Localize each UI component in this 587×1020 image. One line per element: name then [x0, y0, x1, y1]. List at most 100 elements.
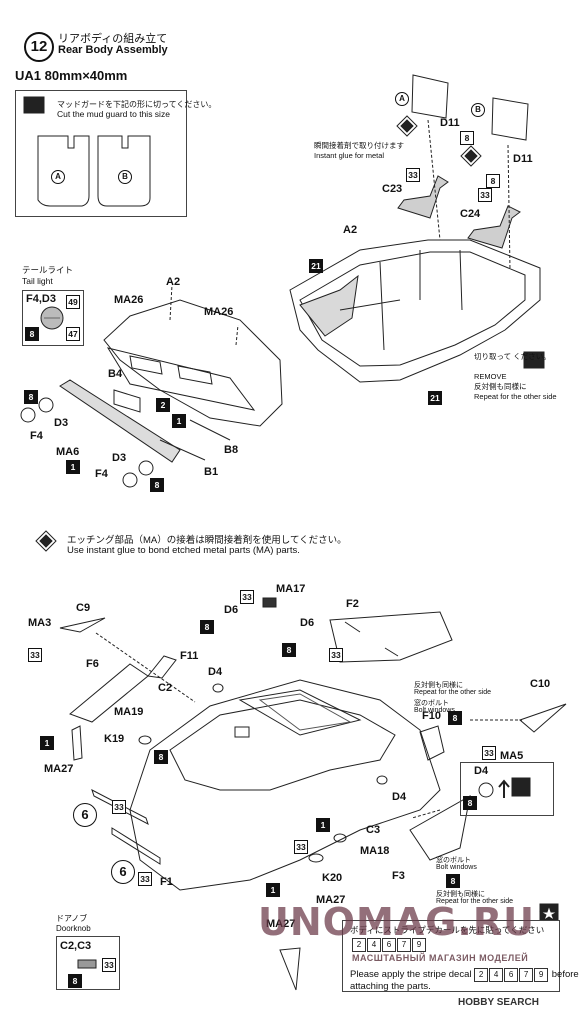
part-33-wiper-b: 33 [138, 872, 152, 886]
label-f4-bottom: F4 [95, 468, 108, 480]
rear-tub-shape [289, 239, 541, 383]
ua1-marker-a: A [51, 170, 65, 184]
f3-repeat-en: Repeat for the other side [436, 898, 514, 905]
c3-shape [333, 833, 347, 843]
doorknob-part-33: 33 [102, 958, 116, 972]
label-a2-tail: A2 [166, 276, 181, 288]
part-21-bottom: 21 [428, 391, 442, 405]
label-ma19: MA19 [114, 706, 144, 718]
tail-box-8: 8 [25, 327, 39, 341]
decal-num: 9 [412, 938, 426, 952]
label-f4-top: F4 [30, 430, 43, 442]
f10-window-shape [419, 725, 445, 761]
part-33-k20: 33 [294, 840, 308, 854]
label-d6-left: D6 [224, 604, 239, 616]
mudguard-left-shape [37, 135, 90, 207]
k20-shape [308, 853, 324, 863]
ua1-box [15, 90, 187, 217]
k19-shape [138, 735, 152, 745]
part-21-top: 21 [309, 259, 323, 273]
part-8-d6-left: 8 [200, 620, 214, 634]
part-33-right: 33 [478, 188, 492, 202]
label-ma18: MA18 [360, 845, 390, 857]
wiper-a-shape [91, 788, 149, 826]
label-f6: F6 [86, 658, 99, 670]
decal-num-inline: 6 [504, 968, 519, 982]
car-body-shape [129, 679, 441, 891]
decal-num: 2 [352, 938, 366, 952]
seat-c24-shape [467, 205, 521, 249]
repeat-en: Repeat for the other side [474, 392, 557, 401]
label-d3-top: D3 [54, 417, 69, 429]
ua1-marker-b: B [118, 170, 132, 184]
roof-opening [238, 689, 362, 736]
label-c10: C10 [530, 678, 551, 690]
label-k20: K20 [322, 872, 343, 884]
part-8-tail-b: 8 [150, 478, 164, 492]
remove-label: REMOVE [474, 372, 507, 381]
label-c24: C24 [460, 208, 481, 220]
part-8-right: 8 [486, 174, 500, 188]
step-6-ref-a: 6 [73, 803, 97, 827]
label-ma27-left: MA27 [44, 763, 74, 775]
ua1-title: UA1 80mm×40mm [15, 68, 128, 83]
d4-note-box [460, 762, 554, 816]
decal-num-inline: 9 [534, 968, 549, 982]
star-icon [539, 904, 559, 922]
decal-num-inline: 7 [519, 968, 534, 982]
note-part-8: 8 [463, 796, 477, 810]
part-8-f10: 8 [448, 711, 462, 725]
part-33-f2: 33 [329, 648, 343, 662]
step-title-en: Rear Body Assembly [58, 44, 168, 56]
ma27-left-shape [71, 725, 83, 761]
remove-icon [523, 351, 545, 369]
label-b8: B8 [224, 444, 239, 456]
note-d4-label: D4 [474, 765, 489, 777]
footer-logo: HOBBY SEARCH [458, 997, 539, 1008]
label-f1: F1 [160, 876, 173, 888]
part-33-wiper-a: 33 [112, 800, 126, 814]
label-a2-top: A2 [343, 224, 358, 236]
d3-bottom [138, 460, 154, 476]
decal-note-jp: ボディにストライプデカールを先に貼ってください [350, 925, 545, 935]
f2-hood-shape [329, 611, 453, 663]
part-1-c3: 1 [316, 818, 330, 832]
f3-window-en: Bolt windows [436, 864, 477, 871]
tail-light-box [22, 290, 84, 346]
c10-shape [519, 703, 567, 733]
f4-lens-top [20, 407, 36, 423]
glue-note-jp: 瞬間接着剤で取り付けます [314, 141, 404, 150]
doorknob-part-shape [77, 959, 97, 969]
label-c2: C2 [158, 682, 173, 694]
decal-note-box [342, 920, 560, 992]
label-b1: B1 [204, 466, 219, 478]
label-ma27-bottom: MA27 [316, 894, 346, 906]
glue-note-icon [511, 777, 531, 797]
cut-note-jp: 切り取って ください。 [474, 352, 551, 361]
top-marker-a: A [395, 92, 409, 106]
ua1-note-jp: マッドガードを下記の形に切ってください。 [57, 100, 217, 109]
part-1-ma27: 1 [40, 736, 54, 750]
label-d11-left: D11 [440, 117, 460, 129]
part-1-a: 1 [172, 414, 186, 428]
rear-panel-21 [299, 274, 359, 337]
decal-num-inline: 2 [474, 968, 489, 982]
part-8-left: 8 [460, 131, 474, 145]
repeat-jp: 反対側も同様に [474, 382, 527, 391]
f3-window-shape [409, 795, 471, 861]
label-ma6: MA6 [56, 446, 80, 458]
top-marker-b: B [471, 103, 485, 117]
label-ma26-right: MA26 [204, 306, 234, 318]
doorknob-part-8: 8 [68, 974, 82, 988]
tail-title-en: Tail light [22, 276, 53, 286]
label-f3: F3 [392, 870, 405, 882]
label-ma5: MA5 [500, 750, 524, 762]
f11-window-shape [147, 655, 177, 679]
part-1-b: 1 [66, 460, 80, 474]
step-6-ref-b: 6 [111, 860, 135, 884]
f3-window-jp: 窓のボルト [436, 857, 471, 864]
doorknob-box [56, 936, 120, 990]
